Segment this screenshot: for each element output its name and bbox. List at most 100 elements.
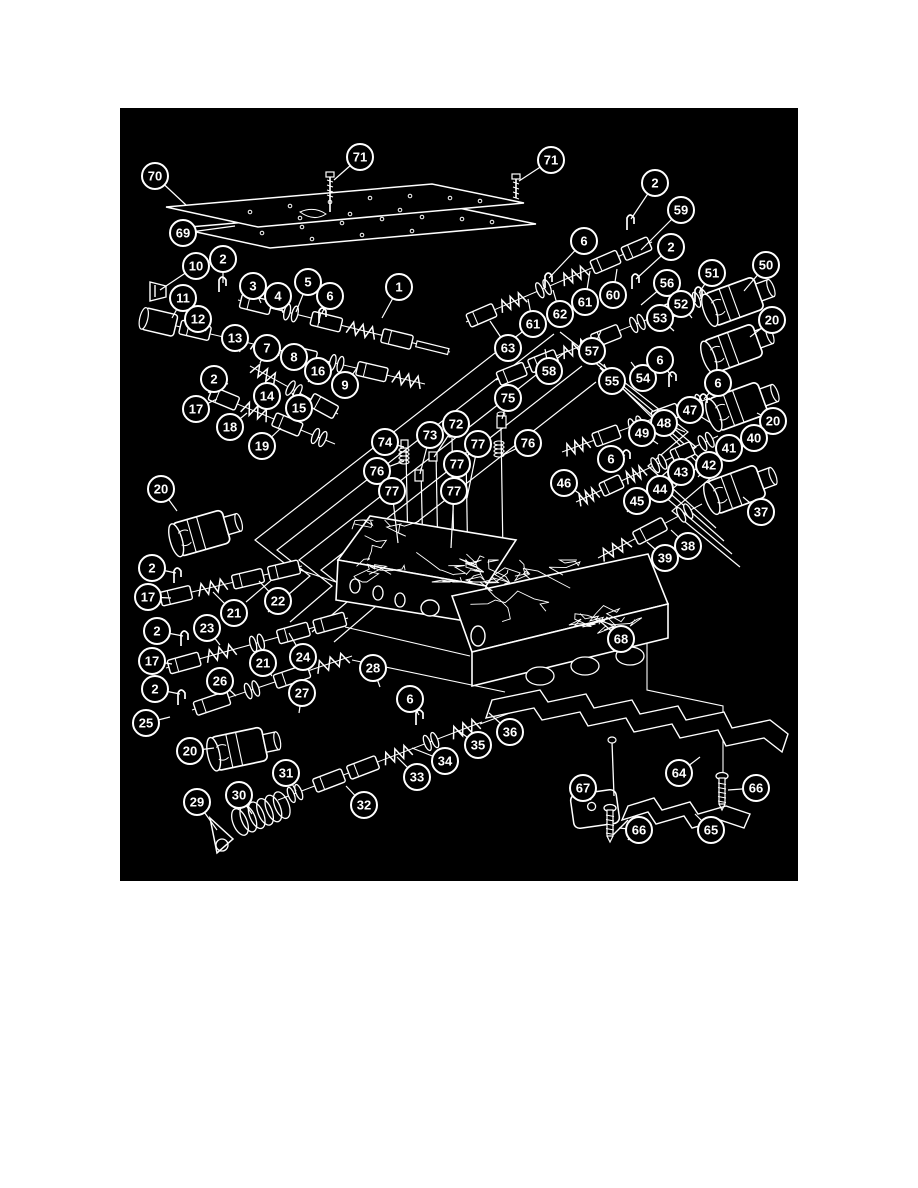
callout-76: 76 [514,429,542,457]
screw-71 [511,173,521,200]
solenoid-valve [168,509,244,558]
callout-13: 13 [221,324,249,352]
callout-51: 51 [698,259,726,287]
callout-12: 12 [184,305,212,333]
callout-22: 22 [264,587,292,615]
callout-77: 77 [440,477,468,505]
callout-20: 20 [758,306,786,334]
callout-number: 37 [754,505,768,520]
callout-53: 53 [646,304,674,332]
callout-number: 19 [255,439,269,454]
callout-54: 54 [629,364,657,392]
callout-number: 6 [607,452,614,467]
callout-number: 7 [263,341,270,356]
callout-number: 46 [557,476,571,491]
callout-74: 74 [371,428,399,456]
callout-23: 23 [193,614,221,642]
callout-number: 33 [410,770,424,785]
callout-number: 53 [653,311,667,326]
callout-number: 54 [636,371,651,386]
callout-number: 32 [357,798,371,813]
callout-number: 4 [274,289,282,304]
callout-number: 26 [213,674,227,689]
callout-number: 40 [747,431,761,446]
callout-number: 6 [656,353,663,368]
callout-21: 21 [220,599,248,627]
callout-55: 55 [598,367,626,395]
callout-number: 73 [423,428,437,443]
callout-number: 14 [260,389,275,404]
callout-9: 9 [331,371,359,399]
callout-number: 52 [674,297,688,312]
callout-36: 36 [496,718,524,746]
callout-number: 36 [503,725,517,740]
callout-37: 37 [747,498,775,526]
callout-6: 6 [704,369,732,397]
callout-77: 77 [464,430,492,458]
callout-number: 56 [660,276,674,291]
callout-33: 33 [403,763,431,791]
callout-number: 34 [438,754,453,769]
callout-62: 62 [546,300,574,328]
callout-number: 74 [378,435,393,450]
callout-20: 20 [147,475,175,503]
callout-number: 8 [290,350,297,365]
callout-3: 3 [239,272,267,300]
callout-number: 71 [544,153,558,168]
retainer-clip [177,689,186,705]
callout-number: 38 [681,539,695,554]
callout-11: 11 [169,284,197,312]
valve-train [249,362,339,419]
callout-number: 51 [705,266,719,281]
callout-number: 24 [296,650,311,665]
callout-6: 6 [597,445,625,473]
callout-number: 18 [223,420,237,435]
callout-number: 43 [674,465,688,480]
callout-2: 2 [138,554,166,582]
callout-number: 28 [366,661,380,676]
callout-number: 17 [141,590,155,605]
callout-number: 71 [353,150,367,165]
callout-14: 14 [253,382,281,410]
callout-57: 57 [578,337,606,365]
callout-2: 2 [657,233,685,261]
callout-number: 42 [702,458,716,473]
callout-number: 60 [606,288,620,303]
callout-number: 65 [704,823,718,838]
callout-number: 61 [526,317,540,332]
callout-number: 72 [449,417,463,432]
callout-number: 21 [256,656,270,671]
callout-71: 71 [346,143,374,171]
callout-31: 31 [272,759,300,787]
callout-4: 4 [264,282,292,310]
callout-56: 56 [653,269,681,297]
callout-number: 11 [176,291,190,306]
callout-number: 70 [148,169,162,184]
callout-24: 24 [289,643,317,671]
callout-number: 55 [605,374,619,389]
solenoid-valve [703,465,778,516]
callout-number: 48 [657,416,671,431]
callout-number: 63 [501,341,515,356]
callout-number: 15 [292,401,306,416]
solenoid-valve [700,324,775,375]
callout-42: 42 [695,451,723,479]
separator-plates [165,171,537,249]
callout-number: 50 [759,258,773,273]
callout-number: 47 [683,403,697,418]
callout-number: 76 [521,436,535,451]
retainer-clip [415,709,424,725]
callout-number: 25 [139,716,153,731]
spring-clip [208,815,235,855]
callout-50: 50 [752,251,780,279]
callout-69: 69 [169,219,197,247]
callout-17: 17 [138,647,166,675]
callout-number: 1 [395,280,402,295]
callout-number: 41 [722,441,736,456]
callout-19: 19 [248,432,276,460]
callout-number: 6 [326,289,333,304]
retainer-clip [180,630,189,646]
callout-number: 77 [385,484,399,499]
callout-1: 1 [385,273,413,301]
